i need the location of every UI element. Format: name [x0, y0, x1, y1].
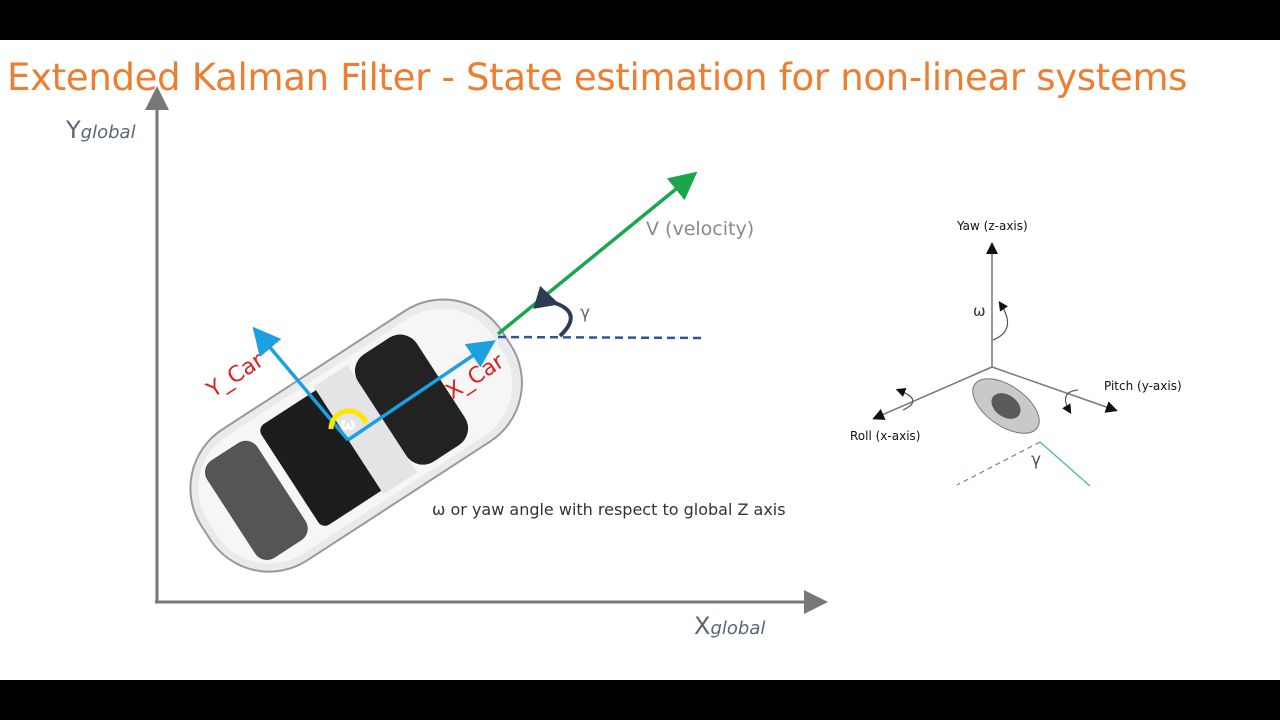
pitch-axis-label: Pitch (y-axis): [1104, 379, 1182, 393]
inset-omega-label: ω: [973, 302, 986, 320]
gamma-arc-arrow: [533, 285, 573, 338]
roll-axis-label: Roll (x-axis): [850, 429, 920, 443]
y-global-label: Y: [65, 116, 81, 144]
heading-reference-line: [497, 335, 707, 340]
omega-caption: ω or yaw angle with respect to global Z …: [432, 500, 786, 519]
inset-gamma-label: γ: [1031, 450, 1041, 470]
diagram-canvas: Yglobal Xglobal V (velocity) γ X_Car Y_C…: [65, 86, 1182, 640]
slide: Extended Kalman Filter - State estimatio…: [0, 40, 1280, 680]
x-car-axis: [347, 340, 496, 442]
y-global-subscript: global: [81, 122, 136, 143]
sports-car-image: [972, 378, 1040, 434]
x-global-label: X: [694, 612, 710, 640]
omega-arc: [328, 408, 369, 430]
gamma-label: γ: [580, 303, 590, 323]
y-car-label: Y_Car: [202, 348, 270, 404]
velocity-label: V (velocity): [646, 218, 754, 240]
yaw-axis-label: Yaw (z-axis): [956, 219, 1028, 233]
velocity-vector: [496, 171, 698, 336]
omega-label: ω: [340, 414, 356, 435]
slide-title: Extended Kalman Filter - State estimatio…: [7, 56, 1188, 99]
svg-text:Yglobal: Yglobal: [65, 116, 136, 144]
svg-text:Xglobal: Xglobal: [694, 612, 765, 640]
inset-axes-diagram: [872, 242, 1118, 487]
x-global-subscript: global: [710, 618, 765, 639]
